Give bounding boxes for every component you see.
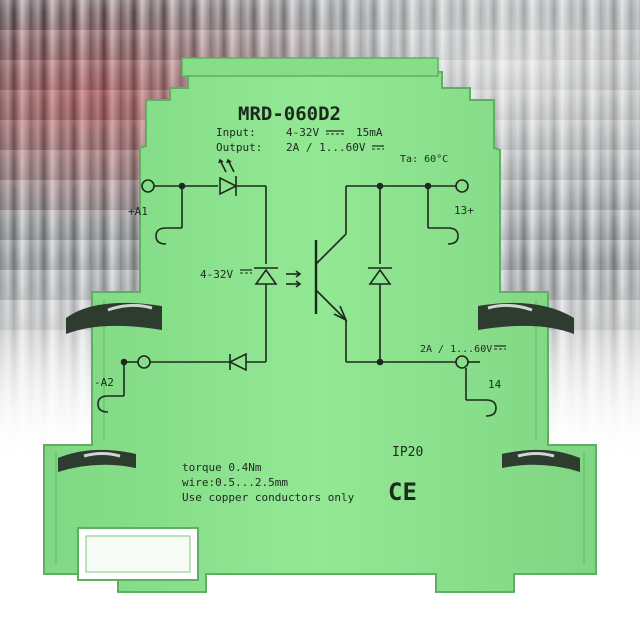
ip-rating: IP20 <box>392 445 423 460</box>
torque-spec: torque 0.4Nm <box>182 461 262 474</box>
terminal-a1-label: +A1 <box>128 205 148 218</box>
model-number: MRD-060D2 <box>238 103 341 125</box>
terminal-a2-label: -A2 <box>94 376 114 389</box>
output-rating-label: 2A / 1...60V <box>420 344 492 355</box>
diode-voltage-label: 4-32V <box>200 268 233 281</box>
circuit-schematic <box>97 158 497 417</box>
terminal-13-label: 13+ <box>454 204 474 217</box>
input-value: 4-32V <box>286 126 319 139</box>
conductor-note: Use copper conductors only <box>182 491 355 504</box>
terminal-14-label: 14 <box>488 378 502 391</box>
output-label: Output: <box>216 141 262 154</box>
module-top-cap <box>181 57 439 77</box>
input-label: Input: <box>216 126 256 139</box>
terminal-screw-openings <box>58 302 580 472</box>
input-current: 15mA <box>356 126 383 139</box>
wire-spec: wire:0.5...2.5mm <box>182 476 288 489</box>
output-value: 2A / 1...60V <box>286 141 366 154</box>
ce-mark: CE <box>388 478 417 506</box>
ambient-temperature: Ta: 60°C <box>400 154 448 165</box>
